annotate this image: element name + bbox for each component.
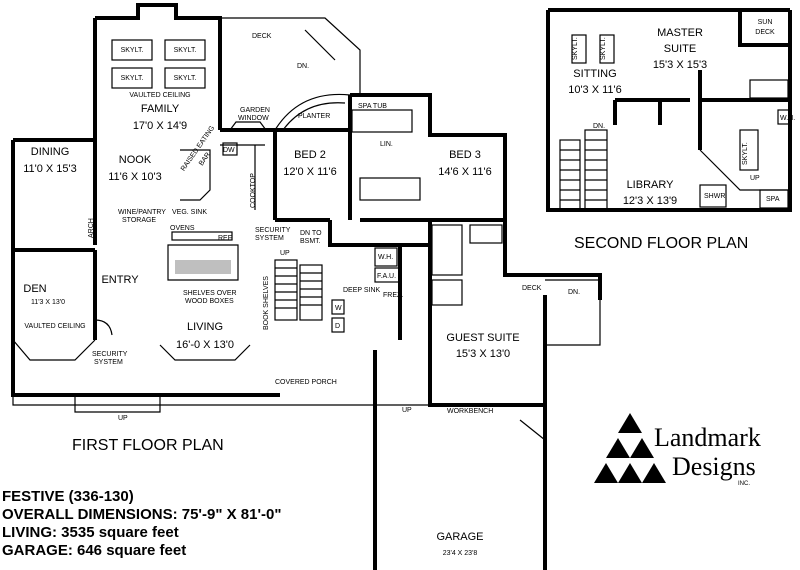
second-floor-walls: [546, 8, 792, 212]
bed3-size: 14'6 X 11'6: [438, 166, 492, 178]
guest-suite-size: 15'3 X 13'0: [456, 348, 510, 360]
dn-label-guest: DN.: [568, 289, 580, 296]
up-label-second: UP: [750, 175, 760, 182]
freezer-label: FREZ.: [383, 292, 403, 299]
wine-label-2: STORAGE: [122, 217, 156, 224]
skylight-label-3: SKYLT.: [121, 75, 144, 82]
garden-window-label-1: GARDEN: [240, 107, 270, 114]
living-name: LIVING: [187, 321, 223, 333]
sitting-name: SITTING: [573, 68, 616, 80]
dryer-label: D: [335, 323, 340, 330]
brand-line-2: Designs: [672, 452, 756, 481]
second-floor-title: SECOND FLOOR PLAN: [574, 235, 748, 252]
shelves-label-1: SHELVES OVER: [183, 290, 237, 297]
nook-name: NOOK: [119, 154, 152, 166]
first-floor-walls: [11, 3, 602, 570]
dining-size: 11'0 X 15'3: [23, 163, 77, 175]
shelves-label-2: WOOD BOXES: [185, 298, 234, 305]
ref-label: REF.: [218, 235, 233, 242]
guest-suite-name: GUEST SUITE: [446, 332, 519, 344]
plan-name: FESTIVE (336-130): [2, 488, 134, 505]
up-label-first: UP: [280, 250, 290, 257]
ovens-label: OVENS: [170, 225, 195, 232]
garage-size: 23'4 X 23'8: [443, 550, 478, 557]
library-name: LIBRARY: [627, 179, 675, 191]
washer-label: W: [335, 305, 342, 312]
security-den-label-1: SECURITY: [92, 351, 128, 358]
family-size: 17'0 X 14'9: [133, 120, 187, 132]
security-den-label-2: SYSTEM: [94, 359, 123, 366]
landmark-logo: [594, 413, 666, 483]
dining-name: DINING: [31, 146, 70, 158]
fau-label: F.A.U.: [377, 273, 396, 280]
skylight-label-5: SKYLT.: [572, 37, 579, 60]
overall-dimensions: OVERALL DIMENSIONS: 75'-9" X 81'-0": [2, 506, 281, 523]
living-area: LIVING: 3535 square feet: [2, 524, 179, 541]
garage-name: GARAGE: [436, 531, 483, 543]
security-label-2: SYSTEM: [255, 235, 284, 242]
skylight-label-6: SKYLT.: [600, 37, 607, 60]
sundeck-name-2: DECK: [755, 29, 775, 36]
stairs-first: [274, 259, 323, 321]
linen-label: LIN.: [380, 141, 393, 148]
entry-name: ENTRY: [101, 274, 139, 286]
dn-label-top: DN.: [297, 63, 309, 70]
veg-sink-label: VEG. SINK: [172, 209, 207, 216]
up-label-garage: UP: [402, 407, 412, 414]
den-ceiling-note: VAULTED CEILING: [24, 323, 85, 330]
sundeck-name-1: SUN: [758, 19, 773, 26]
second-floor-details: [559, 34, 791, 211]
family-ceiling-note: VAULTED CEILING: [129, 92, 190, 99]
master-suite-size: 15'3 X 15'3: [653, 59, 707, 71]
workbench-label: WORKBENCH: [447, 408, 493, 415]
brand-line-1: Landmark: [654, 423, 761, 452]
garage-area: GARAGE: 646 square feet: [2, 542, 186, 559]
dn-to-label-1: DN TO: [300, 230, 322, 237]
library-size: 12'3 X 13'9: [623, 195, 677, 207]
nook-size: 11'6 X 10'3: [108, 171, 162, 183]
bed2-name: BED 2: [294, 149, 326, 161]
arch-label: ARCH: [88, 218, 95, 238]
bed2-size: 12'0 X 11'6: [283, 166, 337, 178]
dn-to-label-2: BSMT.: [300, 238, 321, 245]
den-name: DEN: [23, 283, 46, 295]
wine-label-1: WINE/PANTRY: [118, 209, 166, 216]
den-size: 11'3 X 13'0: [31, 299, 65, 306]
security-label-1: SECURITY: [255, 227, 291, 234]
book-shelves-label: BOOK SHELVES: [263, 276, 270, 330]
wh-label: W.H.: [378, 254, 393, 261]
skylight-label-1: SKYLT.: [121, 47, 144, 54]
first-floor-details: [12, 17, 601, 441]
deep-sink-label: DEEP SINK: [343, 287, 381, 294]
shower-label: SHWR: [704, 193, 725, 200]
up-label-porch: UP: [118, 415, 128, 422]
skylight-label-4: SKYLT.: [174, 75, 197, 82]
dishwasher-label: DW: [223, 147, 235, 154]
brand-suffix: INC.: [738, 481, 750, 487]
bed3-name: BED 3: [449, 149, 481, 161]
sitting-size: 10'3 X 11'6: [568, 84, 622, 96]
first-floor-title: FIRST FLOOR PLAN: [72, 437, 224, 454]
family-name: FAMILY: [141, 103, 180, 115]
deck-label-top: DECK: [252, 33, 272, 40]
master-suite-name-1: MASTER: [657, 27, 703, 39]
living-size: 16'-0 X 13'0: [176, 339, 234, 351]
spa-tub-label: SPA TUB: [358, 103, 387, 110]
skylight-label-2: SKYLT.: [174, 47, 197, 54]
dn-label-second: DN.: [593, 123, 605, 130]
spa-label: SPA: [766, 196, 780, 203]
covered-porch-label: COVERED PORCH: [275, 379, 337, 386]
planter-label: PLANTER: [298, 113, 330, 120]
master-suite-name-2: SUITE: [664, 43, 696, 55]
deck-label-guest: DECK: [522, 285, 542, 292]
skylight-label-7: SKYLT.: [742, 142, 749, 165]
wh-label-second: W.H.: [780, 115, 795, 122]
garden-window-label-2: WINDOW: [238, 115, 269, 122]
cooktop-label: COOKTOP: [250, 173, 257, 208]
